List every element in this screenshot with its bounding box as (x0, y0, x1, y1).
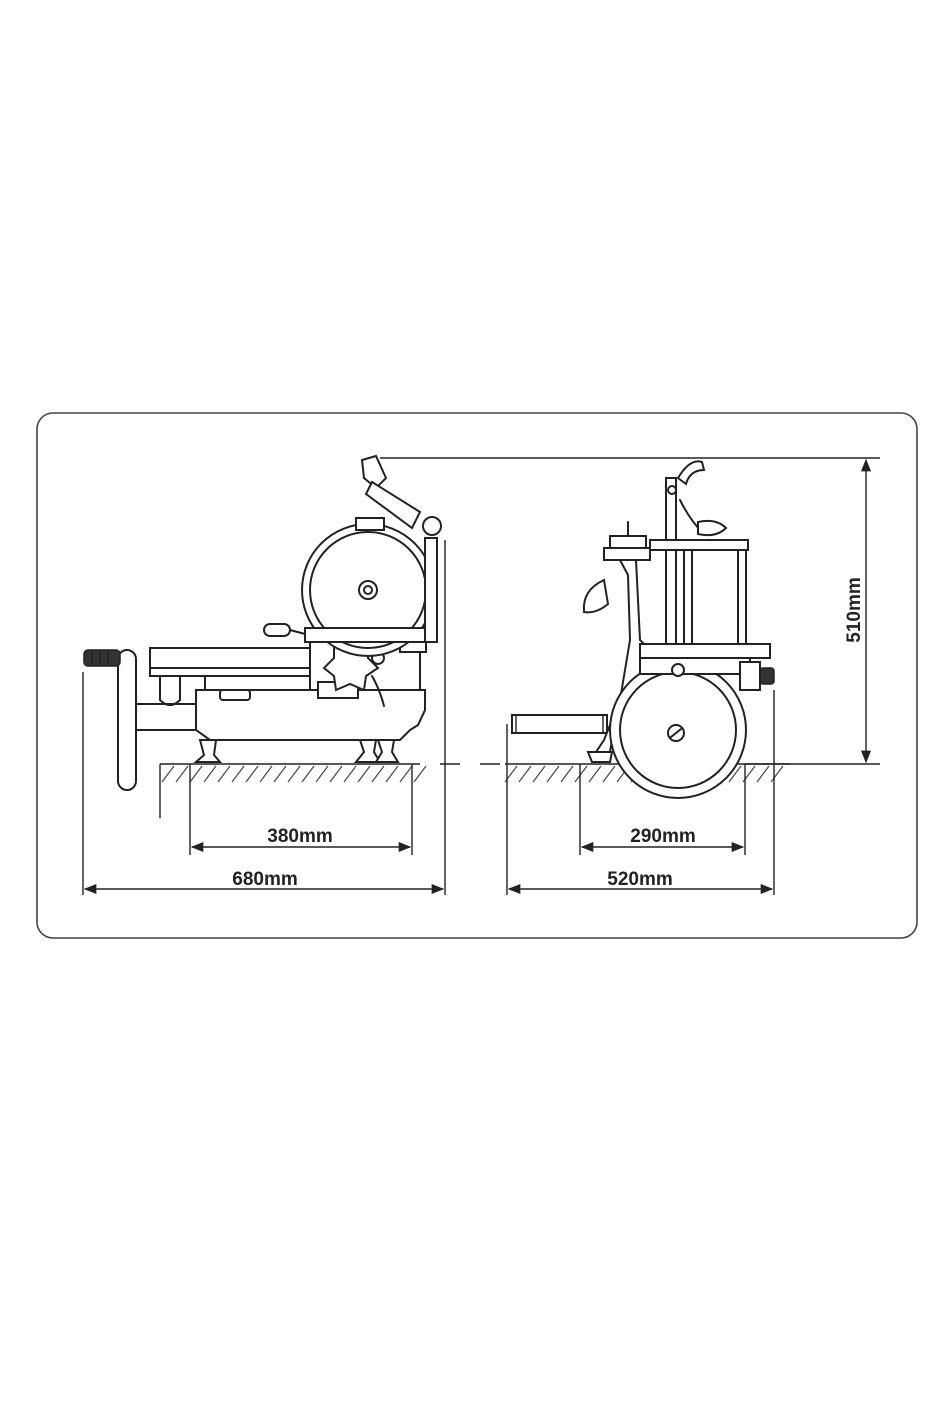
label-380mm: 380mm (267, 826, 333, 847)
label-510mm: 510mm (844, 577, 865, 643)
side-handwheel (118, 650, 136, 790)
front-view-slicer (512, 461, 774, 798)
label-680mm: 680mm (232, 869, 298, 890)
side-view-slicer (84, 456, 441, 790)
front-top-handle (678, 461, 704, 484)
side-carriage-table (150, 648, 310, 668)
label-290mm: 290mm (630, 826, 696, 847)
side-handle-knob (84, 650, 120, 666)
label-520mm: 520mm (607, 869, 673, 890)
